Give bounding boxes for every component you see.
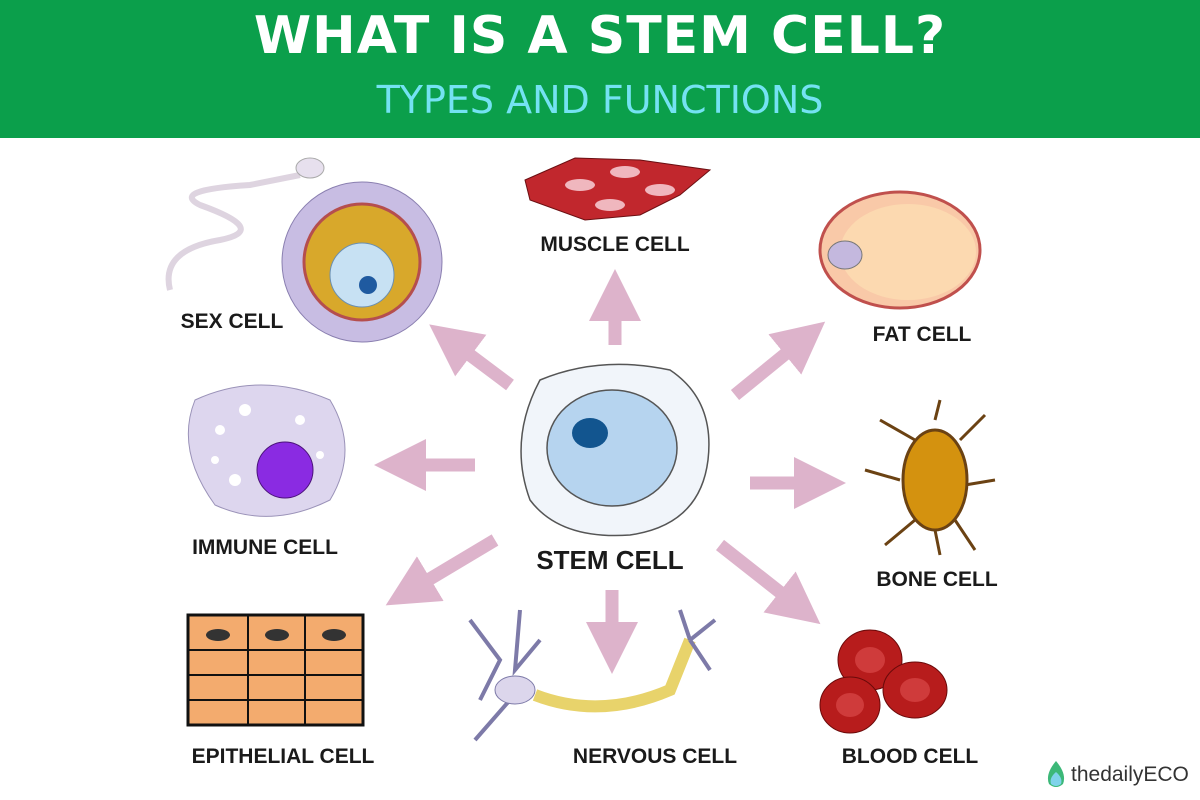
brand-logo: thedailyECO bbox=[1045, 760, 1189, 790]
logo-text: thedailyECO bbox=[1071, 763, 1189, 786]
nervous-cell-illustration bbox=[468, 609, 717, 742]
blood-cell-illustration bbox=[819, 629, 948, 734]
label-stem-cell: STEM CELL bbox=[536, 545, 684, 575]
label-epithelial-cell: EPITHELIAL CELL bbox=[191, 745, 375, 768]
label-nervous-cell: NERVOUS CELL bbox=[572, 745, 738, 768]
sex-cell-illustration bbox=[165, 157, 443, 343]
stem-cell-illustration bbox=[520, 363, 710, 537]
fat-cell-illustration bbox=[818, 190, 982, 310]
label-muscle-cell: MUSCLE CELL bbox=[540, 233, 690, 256]
arrow-to-blood bbox=[715, 539, 821, 625]
page-title: WHAT IS A STEM CELL? bbox=[253, 6, 947, 66]
muscle-cell-illustration bbox=[524, 157, 712, 221]
label-immune-cell: IMMUNE CELL bbox=[192, 536, 338, 559]
bone-cell-illustration bbox=[864, 399, 996, 556]
leaf-icon bbox=[1047, 761, 1065, 787]
label-fat-cell: FAT CELL bbox=[872, 323, 972, 346]
arrow-to-epithelial bbox=[385, 534, 499, 606]
epithelial-cell-illustration bbox=[186, 613, 365, 727]
label-sex-cell: SEX CELL bbox=[180, 310, 284, 333]
arrow-to-fat bbox=[730, 321, 826, 401]
label-blood-cell: BLOOD CELL bbox=[841, 745, 979, 768]
arrow-to-sex bbox=[429, 324, 514, 391]
label-bone-cell: BONE CELL bbox=[876, 568, 998, 591]
header-banner: WHAT IS A STEM CELL? TYPES AND FUNCTIONS bbox=[0, 0, 1200, 138]
immune-cell-illustration bbox=[187, 384, 346, 517]
page-subtitle: TYPES AND FUNCTIONS bbox=[376, 78, 824, 122]
